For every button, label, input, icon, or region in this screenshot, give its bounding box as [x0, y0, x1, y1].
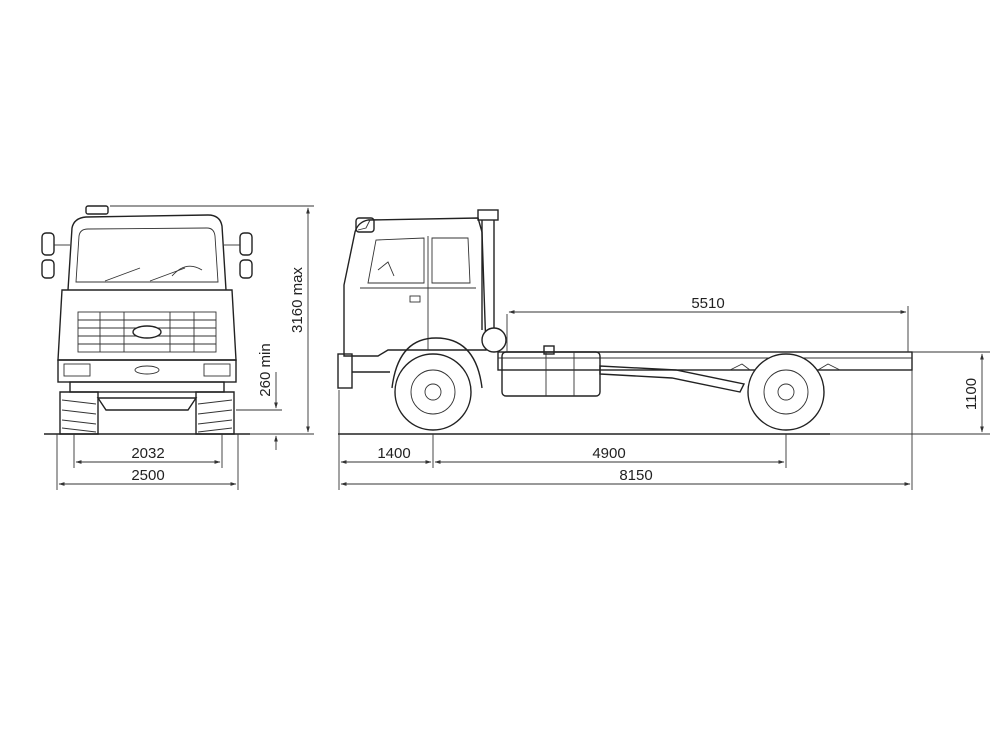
overall-length-label: 8150: [619, 467, 652, 484]
track-width-label: 2032: [131, 445, 164, 462]
max-height-label: 3160 max: [289, 267, 306, 333]
front-wheel-arch: [391, 337, 483, 389]
front-view: [41, 205, 253, 435]
front-windshield: [75, 227, 219, 283]
exhaust-pipe: [481, 220, 495, 330]
fuel-tank: [501, 351, 601, 397]
overall-width-label: 2500: [131, 467, 164, 484]
rear-cab-window: [431, 237, 471, 284]
wheelbase-label: 4900: [592, 445, 625, 462]
exhaust-cap: [477, 209, 499, 221]
frame-height-label: 1100: [963, 378, 980, 410]
left-headlight: [63, 363, 91, 377]
drive-shaft: [599, 365, 746, 393]
steering-wheel: [171, 265, 203, 277]
front-hub: [424, 383, 442, 401]
ground-clearance-label: 260 min: [257, 343, 274, 396]
wiper-right: [149, 267, 186, 282]
fuel-cap: [543, 345, 555, 355]
front-left-tyre: [59, 391, 99, 435]
front-wheel: [394, 353, 472, 431]
roof-lamp: [85, 205, 109, 215]
right-mirror-lower: [239, 259, 253, 279]
front-dimensions: 2032 2500 3160 max 260 min: [56, 205, 314, 490]
side-front-bumper: [337, 353, 353, 389]
left-mirror-lower: [41, 259, 55, 279]
side-dimensions: 5510 1100 1400 4900 8150: [338, 295, 990, 490]
lower-bumper: [69, 381, 225, 393]
side-view: [337, 209, 913, 435]
front-overhang-label: 1400: [377, 445, 410, 462]
rear-suspension: [729, 363, 841, 371]
door-window: [367, 237, 425, 284]
wiper-left: [104, 267, 141, 282]
rear-hub: [777, 383, 795, 401]
front-cab-body: [57, 289, 237, 361]
front-bumper: [57, 359, 237, 383]
chassis-frame: [497, 351, 913, 371]
front-cab-outline: [67, 214, 227, 291]
right-mirror: [239, 232, 253, 256]
side-mirror: [377, 261, 395, 277]
cab-roof-lamp: [355, 217, 375, 233]
door-handle: [409, 295, 421, 303]
front-axle: [96, 397, 198, 411]
left-mirror: [41, 232, 55, 256]
front-grille: [77, 311, 217, 353]
front-badge: [132, 325, 162, 339]
air-filter: [481, 327, 507, 353]
rear-wheel: [747, 353, 825, 431]
front-right-tyre: [195, 391, 235, 435]
frame-length-label: 5510: [691, 295, 724, 312]
right-headlight: [203, 363, 231, 377]
